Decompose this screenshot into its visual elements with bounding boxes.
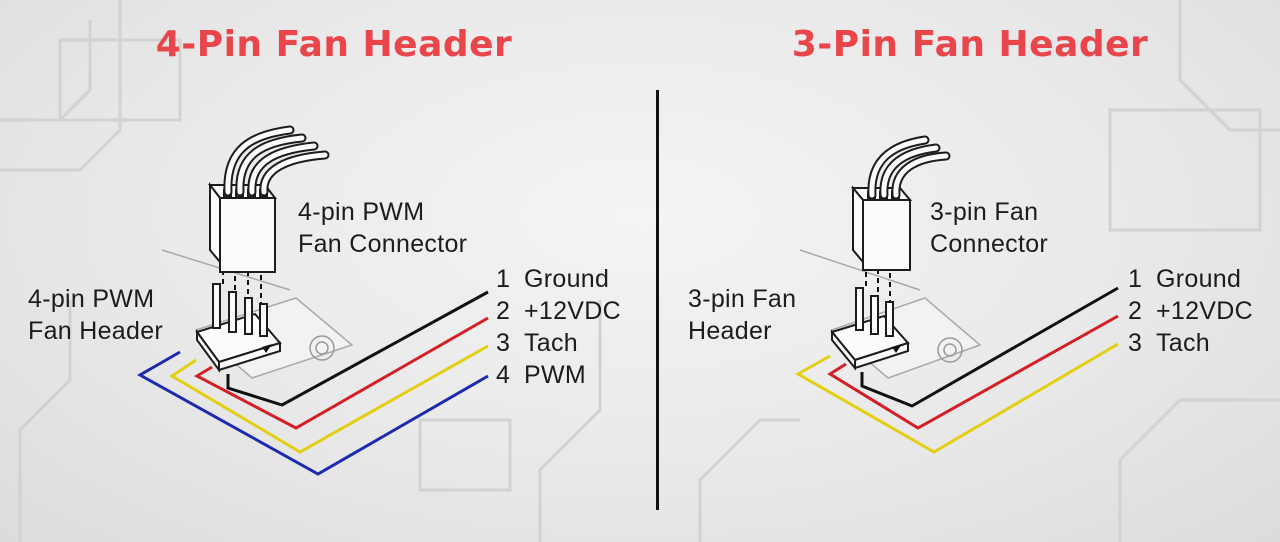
- alignment-dashes: [865, 254, 891, 302]
- pin-name: Tach: [524, 329, 579, 357]
- pin-name: Ground: [524, 265, 610, 293]
- connector-label-line: 3-pin Fan: [930, 198, 1039, 226]
- pin-row: 3 Tach: [1128, 329, 1210, 358]
- header-label-line: Header: [688, 317, 772, 345]
- pin-number: 3: [496, 329, 511, 357]
- wire-ground: [860, 286, 1119, 408]
- header-label-4pin: 4-pin PWM Fan Header: [28, 283, 163, 347]
- wire-pwm: [136, 350, 489, 476]
- connector-label-4pin: 4-pin PWM Fan Connector: [298, 196, 467, 260]
- connector-label-line: Fan Connector: [298, 230, 468, 258]
- fan-header-3pin: [830, 287, 910, 371]
- wire-power: [827, 314, 1119, 430]
- pin-name: Tach: [1156, 329, 1211, 357]
- connector-label-line: 4-pin PWM: [298, 198, 425, 226]
- pin-name: +12VDC: [1156, 297, 1253, 325]
- pin-name: +12VDC: [524, 297, 621, 325]
- title-4pin: 4-Pin Fan Header: [155, 24, 513, 65]
- title-3pin: 3-Pin Fan Header: [791, 24, 1149, 65]
- header-label-line: 3-pin Fan: [688, 285, 797, 313]
- pin-name: Ground: [1156, 265, 1242, 293]
- wire-power: [193, 316, 489, 430]
- pin-row: 4 PWM: [496, 361, 586, 390]
- mount-hole: [937, 337, 963, 363]
- pin-row: 2 +12VDC: [496, 297, 621, 326]
- section-divider: [656, 90, 659, 510]
- alignment-dashes: [222, 252, 262, 304]
- pin-number: 2: [1128, 297, 1143, 325]
- pin-name: PWM: [524, 361, 586, 389]
- pin-number: 4: [496, 361, 511, 389]
- pin-row: 1 Ground: [496, 265, 609, 294]
- pin-row: 1 Ground: [1128, 265, 1241, 294]
- header-label-line: 4-pin PWM: [28, 285, 155, 313]
- pin-number: 3: [1128, 329, 1143, 357]
- fan-connector-3pin: [850, 185, 913, 271]
- connector-label-3pin: 3-pin Fan Connector: [930, 196, 1048, 260]
- pin-row: 2 +12VDC: [1128, 297, 1253, 326]
- fan-header-4pin: [195, 283, 282, 374]
- wire-tach: [169, 344, 489, 454]
- wire-ground: [226, 290, 489, 407]
- mount-hole: [309, 335, 335, 361]
- guide-line: [799, 249, 921, 291]
- pin-row: 3 Tach: [496, 329, 578, 358]
- pin-number: 2: [496, 297, 511, 325]
- header-label-line: Fan Header: [28, 317, 164, 345]
- wire-tach: [794, 342, 1119, 454]
- pin-number: 1: [496, 265, 511, 293]
- connector-label-line: Connector: [930, 230, 1049, 258]
- header-label-3pin: 3-pin Fan Header: [688, 283, 796, 347]
- pin-number: 1: [1128, 265, 1143, 293]
